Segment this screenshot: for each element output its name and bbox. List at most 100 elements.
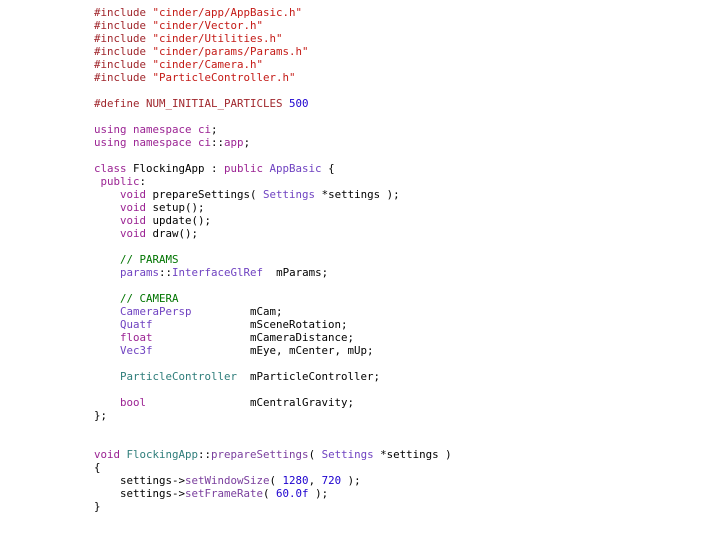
code-token (94, 253, 120, 266)
code-token: 500 (289, 97, 309, 110)
code-token: // CAMERA (120, 292, 179, 305)
code-token (94, 344, 120, 357)
code-line: // CAMERA (94, 292, 694, 305)
code-token (94, 188, 120, 201)
code-token: mEye, mCenter, mUp; (152, 344, 374, 357)
code-token (94, 292, 120, 305)
code-token: #include (94, 6, 153, 19)
code-token: mParticleController; (237, 370, 381, 383)
code-line: void draw(); (94, 227, 694, 240)
code-token: #include (94, 32, 153, 45)
code-token: "cinder/params/Params.h" (152, 45, 309, 58)
code-line: #include "cinder/Utilities.h" (94, 32, 694, 45)
code-token: ); (308, 487, 329, 500)
code-token: "cinder/Utilities.h" (152, 32, 283, 45)
code-line: void update(); (94, 214, 694, 227)
code-line: using namespace ci::app; (94, 136, 694, 149)
code-token: 1280 (282, 474, 309, 487)
code-token (94, 331, 120, 344)
code-token: 720 (321, 474, 342, 487)
code-line: Quatf mSceneRotation; (94, 318, 694, 331)
code-editor[interactable]: #include "cinder/app/AppBasic.h"#include… (94, 6, 694, 513)
code-token: FlockingApp : (133, 162, 225, 175)
code-line: float mCameraDistance; (94, 331, 694, 344)
code-token: :: (198, 448, 212, 461)
code-line: void prepareSettings( Settings *settings… (94, 188, 694, 201)
code-token: void (120, 227, 153, 240)
code-token: "cinder/app/AppBasic.h" (152, 6, 303, 19)
code-token: mSceneRotation; (152, 318, 348, 331)
code-token: 60.0f (276, 487, 309, 500)
code-token: ; (211, 123, 218, 136)
code-token (94, 318, 120, 331)
code-token: ); (341, 474, 361, 487)
code-line (94, 422, 694, 435)
code-token: update(); (152, 214, 212, 227)
code-token: InterfaceGlRef (172, 266, 264, 279)
code-token: ; (243, 136, 251, 149)
code-token: #include (94, 71, 153, 84)
code-token: void (94, 448, 127, 461)
code-token: settings-> (94, 474, 186, 487)
code-line (94, 240, 694, 253)
code-line (94, 84, 694, 97)
code-token: :: (211, 136, 225, 149)
code-token: // PARAMS (120, 253, 179, 266)
code-line: using namespace ci; (94, 123, 694, 136)
code-token (94, 396, 120, 409)
code-line: void setup(); (94, 201, 694, 214)
code-token: ParticleController (120, 370, 238, 383)
code-line: #define NUM_INITIAL_PARTICLES 500 (94, 97, 694, 110)
code-line: Vec3f mEye, mCenter, mUp; (94, 344, 694, 357)
code-token: } (94, 500, 101, 513)
code-token: setWindowSize (185, 474, 270, 487)
code-token: { (321, 162, 335, 175)
code-token: mCentralGravity; (146, 396, 355, 409)
code-token: NUM_INITIAL_PARTICLES (146, 97, 290, 110)
code-token: using namespace (94, 136, 199, 149)
code-token: "ParticleController.h" (152, 71, 296, 84)
code-token: mParams; (263, 266, 329, 279)
code-token (94, 201, 120, 214)
code-line (94, 149, 694, 162)
code-token: bool (120, 396, 147, 409)
code-token: #include (94, 58, 153, 71)
code-token: public (224, 162, 270, 175)
code-token: app (224, 136, 244, 149)
code-token: #define (94, 97, 147, 110)
code-line: #include "cinder/Vector.h" (94, 19, 694, 32)
code-token: params (120, 266, 160, 279)
code-token: Settings (321, 448, 381, 461)
code-line: ParticleController mParticleController; (94, 370, 694, 383)
code-line: settings->setFrameRate( 60.0f ); (94, 487, 694, 500)
code-token (94, 227, 120, 240)
code-token: mCam; (191, 305, 283, 318)
code-token: draw(); (152, 227, 199, 240)
code-token: using namespace (94, 123, 199, 136)
code-token: ( (263, 487, 277, 500)
code-token: *settings ); (321, 188, 400, 201)
code-token: "cinder/Camera.h" (152, 58, 264, 71)
code-token: ci (198, 123, 212, 136)
code-line: settings->setWindowSize( 1280, 720 ); (94, 474, 694, 487)
code-token: FlockingApp (126, 448, 199, 461)
code-token (94, 266, 120, 279)
code-token: settings-> (94, 487, 186, 500)
code-token: setFrameRate (185, 487, 264, 500)
code-lines: #include "cinder/app/AppBasic.h"#include… (94, 6, 694, 513)
code-token: #include (94, 45, 153, 58)
code-token: ( (308, 448, 322, 461)
code-token: void (120, 201, 153, 214)
code-token: AppBasic (269, 162, 322, 175)
code-token: *settings ) (380, 448, 452, 461)
code-token: { (94, 461, 101, 474)
code-line: public: (94, 175, 694, 188)
code-line: { (94, 461, 694, 474)
code-token: Quatf (120, 318, 153, 331)
code-token: ci (198, 136, 212, 149)
code-line (94, 279, 694, 292)
code-token (94, 370, 120, 383)
code-token: prepareSettings (211, 448, 309, 461)
code-line: // PARAMS (94, 253, 694, 266)
code-token: #include (94, 19, 153, 32)
